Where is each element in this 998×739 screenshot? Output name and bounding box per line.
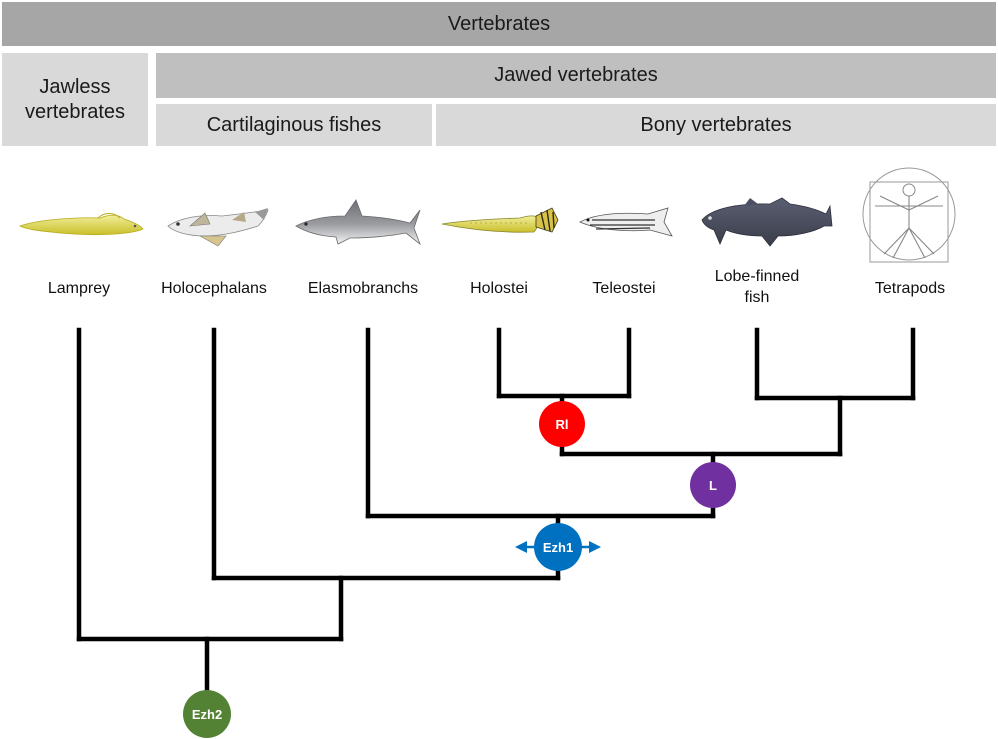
shark-icon: [295, 199, 421, 246]
bony-band: Bony vertebrates: [436, 104, 996, 146]
vertebrates-label: Vertebrates: [447, 12, 551, 35]
vertebrates-band: Vertebrates: [2, 2, 996, 46]
jawed-band: Jawed vertebrates: [156, 53, 996, 98]
vitruvian-man-icon: [862, 167, 956, 263]
taxon-label-lobe-finned-fish: Lobe-finned fish: [714, 268, 800, 306]
svg-text:Ezh2: Ezh2: [192, 707, 222, 722]
node-rl: Rl: [539, 401, 585, 447]
node-ezh2: Ezh2: [183, 690, 231, 738]
jawless-label: Jawless vertebrates: [24, 75, 126, 123]
chimaera-icon: [167, 208, 269, 247]
taxon-label-tetrapods: Tetrapods: [874, 280, 946, 297]
taxon-label-teleostei: Teleostei: [592, 280, 656, 297]
taxon-label-holostei: Holostei: [470, 280, 528, 297]
node-l: L: [690, 462, 736, 508]
zebrafish-icon: [579, 207, 673, 237]
svg-text:Rl: Rl: [556, 417, 569, 432]
cartilaginous-label: Cartilaginous fishes: [206, 113, 382, 136]
tree-branches: [76, 327, 916, 717]
node-ezh1: Ezh1: [515, 523, 601, 571]
taxon-label-lamprey: Lamprey: [47, 280, 111, 297]
jawed-label: Jawed vertebrates: [494, 64, 658, 86]
taxon-label-holocephalans: Holocephalans: [161, 280, 267, 297]
lamprey-icon: [18, 213, 144, 236]
bony-label: Bony vertebrates: [640, 113, 792, 136]
cartilaginous-band: Cartilaginous fishes: [156, 104, 432, 146]
taxon-label-elasmobranchs: Elasmobranchs: [307, 280, 419, 297]
gar-icon: [441, 207, 559, 233]
coelacanth-icon: [701, 197, 833, 247]
jawless-band: Jawless vertebrates: [2, 53, 148, 146]
svg-text:L: L: [709, 478, 717, 493]
svg-text:Ezh1: Ezh1: [543, 540, 573, 555]
